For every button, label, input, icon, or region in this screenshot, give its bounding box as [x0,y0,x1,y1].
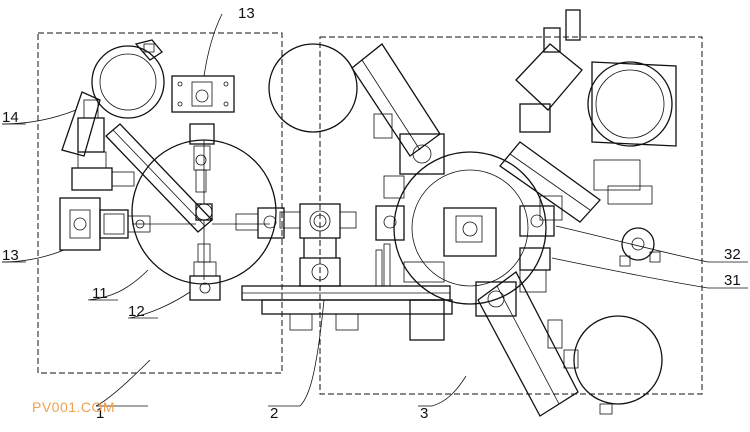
actuator-31 [519,247,551,271]
arm-bottom-right [477,271,579,417]
feeder-bowl-3b [573,315,663,405]
arm-top-right [515,43,583,111]
label-11: 11 [92,285,108,302]
fixture-unit-left [59,197,101,251]
fixture-unit-top [171,75,235,113]
small-rotary-unit [621,227,655,261]
module-1-boundary [37,32,283,374]
label-13-left: 13 [2,247,19,264]
label-1: 1 [96,405,104,422]
label-32: 32 [724,246,741,263]
module-3 [351,9,677,417]
leader-lines [1,13,748,407]
rotary-table-3 [393,151,547,305]
module-2 [241,43,453,341]
label-31: 31 [724,272,741,289]
module-1 [59,39,285,301]
label-14: 14 [2,109,19,126]
label-12: 12 [128,303,145,320]
feeder-bowl-2 [268,43,358,133]
watermark: PV001.COM [32,399,115,415]
arm-top-left [351,43,441,157]
label-2: 2 [270,405,278,422]
module-3-boundary [319,36,703,395]
feeder-bowl-14 [91,45,165,119]
feeder-bowl-3a [587,61,673,147]
label-13-top: 13 [238,5,255,22]
clamp-12 [189,275,221,301]
label-3: 3 [420,405,428,422]
actuator-32 [519,205,555,237]
